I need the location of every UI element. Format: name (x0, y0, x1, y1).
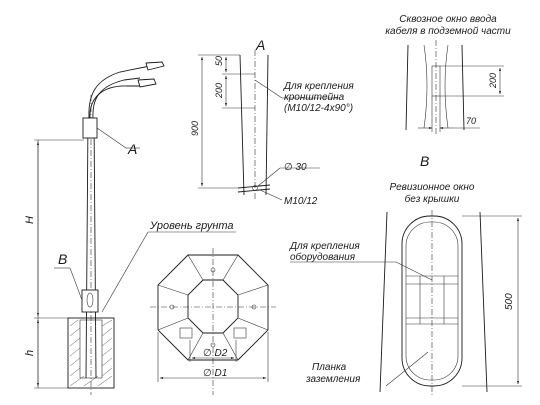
cable-entry-detail (405, 40, 504, 135)
cable-title-line2: кабеля в подземной части (385, 25, 511, 37)
dia-d2-label: ∅ D2 (203, 348, 228, 359)
bracket-note-line1: Для крепления (283, 81, 354, 92)
view-b-title: B (420, 153, 429, 169)
bracket-note-line3: (M10/12-4x90°) (284, 103, 353, 114)
bracket-note-line2: кронштейна (284, 92, 345, 103)
dim-500-label: 500 (504, 293, 515, 310)
cable-title-line1: Сквозное окно ввода (399, 14, 497, 25)
height-h-lower-label: h (24, 350, 36, 356)
luminaire-upper (145, 61, 165, 71)
equipment-note-line2: оборудования (290, 251, 356, 263)
luminaire-lower (137, 78, 157, 88)
grounding-line1: Планка (312, 362, 347, 373)
flange-a (82, 117, 98, 139)
dia-d1-label: ∅ D1 (203, 368, 227, 379)
ground-level-label: Уровень грунта (149, 220, 234, 232)
pole-side-view (34, 61, 236, 395)
view-a-detail (198, 50, 340, 201)
dim-900-label: 900 (190, 121, 200, 136)
view-a-title: A (255, 37, 265, 53)
dim-200-a-label: 200 (214, 83, 224, 99)
dia-30-label: ∅ 30 (284, 162, 307, 173)
dim-200-b-label: 200 (488, 73, 498, 89)
m10-12-label: M10/12 (284, 196, 318, 207)
revision-window-b (81, 289, 99, 313)
grounding-line2: заземления (305, 374, 361, 385)
dim-50-label: 50 (214, 56, 224, 66)
view-a-callout: A (127, 141, 137, 157)
revision-title-line2: без крышки (405, 193, 460, 205)
height-h-upper-label: H (24, 216, 36, 224)
view-b-callout: B (58, 251, 67, 267)
base-plan (150, 248, 276, 395)
dim-70-label: 70 (466, 116, 476, 126)
view-b-detail (290, 210, 522, 395)
equipment-note-line1: Для крепления (289, 241, 360, 252)
revision-title-line1: Ревизионное окно (390, 182, 475, 193)
